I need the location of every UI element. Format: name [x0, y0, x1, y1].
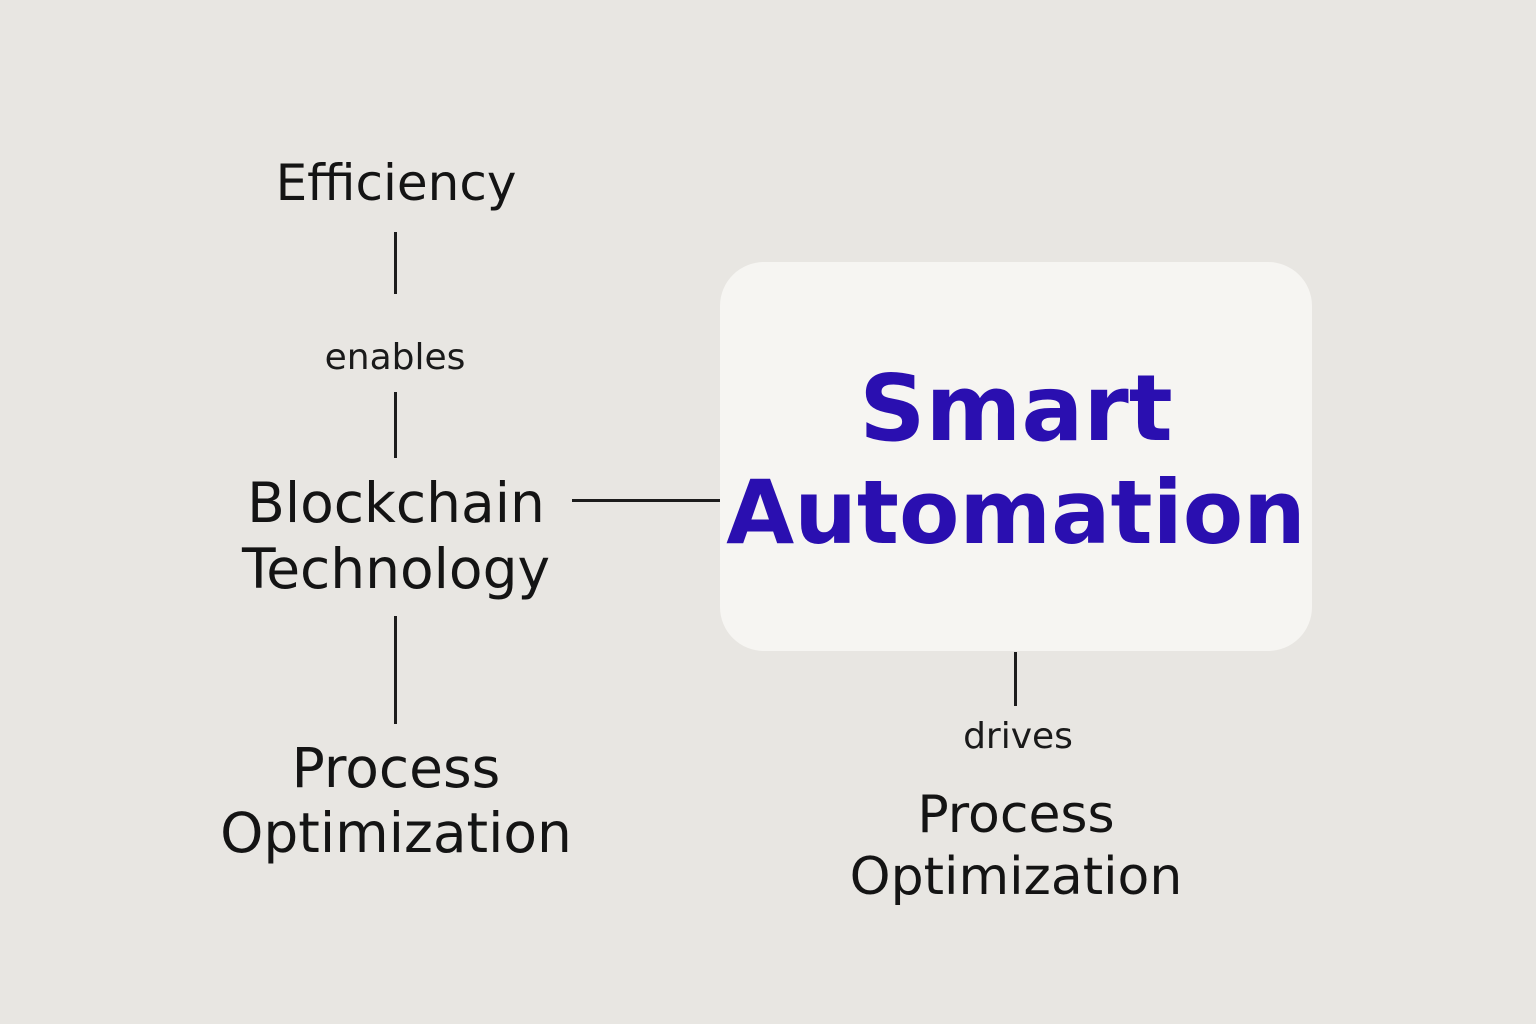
- node-blockchain-line-2: Technology: [241, 537, 551, 601]
- node-efficiency: Efficiency: [276, 154, 517, 213]
- node-process-right-line-1: Process: [917, 785, 1115, 845]
- node-process-optimization-right: Process Optimization: [850, 784, 1183, 909]
- node-smart-automation: Smart Automation: [720, 262, 1312, 651]
- edge-label-drives: drives: [963, 716, 1073, 757]
- connector-blockchain-process: [394, 616, 397, 724]
- node-smart-automation-line-2: Automation: [726, 461, 1306, 564]
- node-process-left-line-2: Optimization: [220, 800, 572, 865]
- connector-efficiency-enables: [394, 232, 397, 294]
- node-blockchain-line-1: Blockchain: [247, 471, 545, 535]
- connector-blockchain-smart-automation: [572, 499, 720, 502]
- edge-label-enables: enables: [324, 337, 466, 378]
- connector-smart-automation-drives: [1014, 652, 1017, 706]
- node-process-left-line-1: Process: [291, 736, 501, 800]
- node-blockchain-technology: Blockchain Technology: [242, 470, 550, 602]
- node-process-optimization-left: Process Optimization: [220, 736, 572, 866]
- node-efficiency-line-1: Efficiency: [275, 154, 517, 212]
- node-smart-automation-line-1: Smart: [859, 355, 1173, 462]
- node-process-right-line-2: Optimization: [849, 847, 1183, 908]
- connector-enables-blockchain: [394, 392, 397, 458]
